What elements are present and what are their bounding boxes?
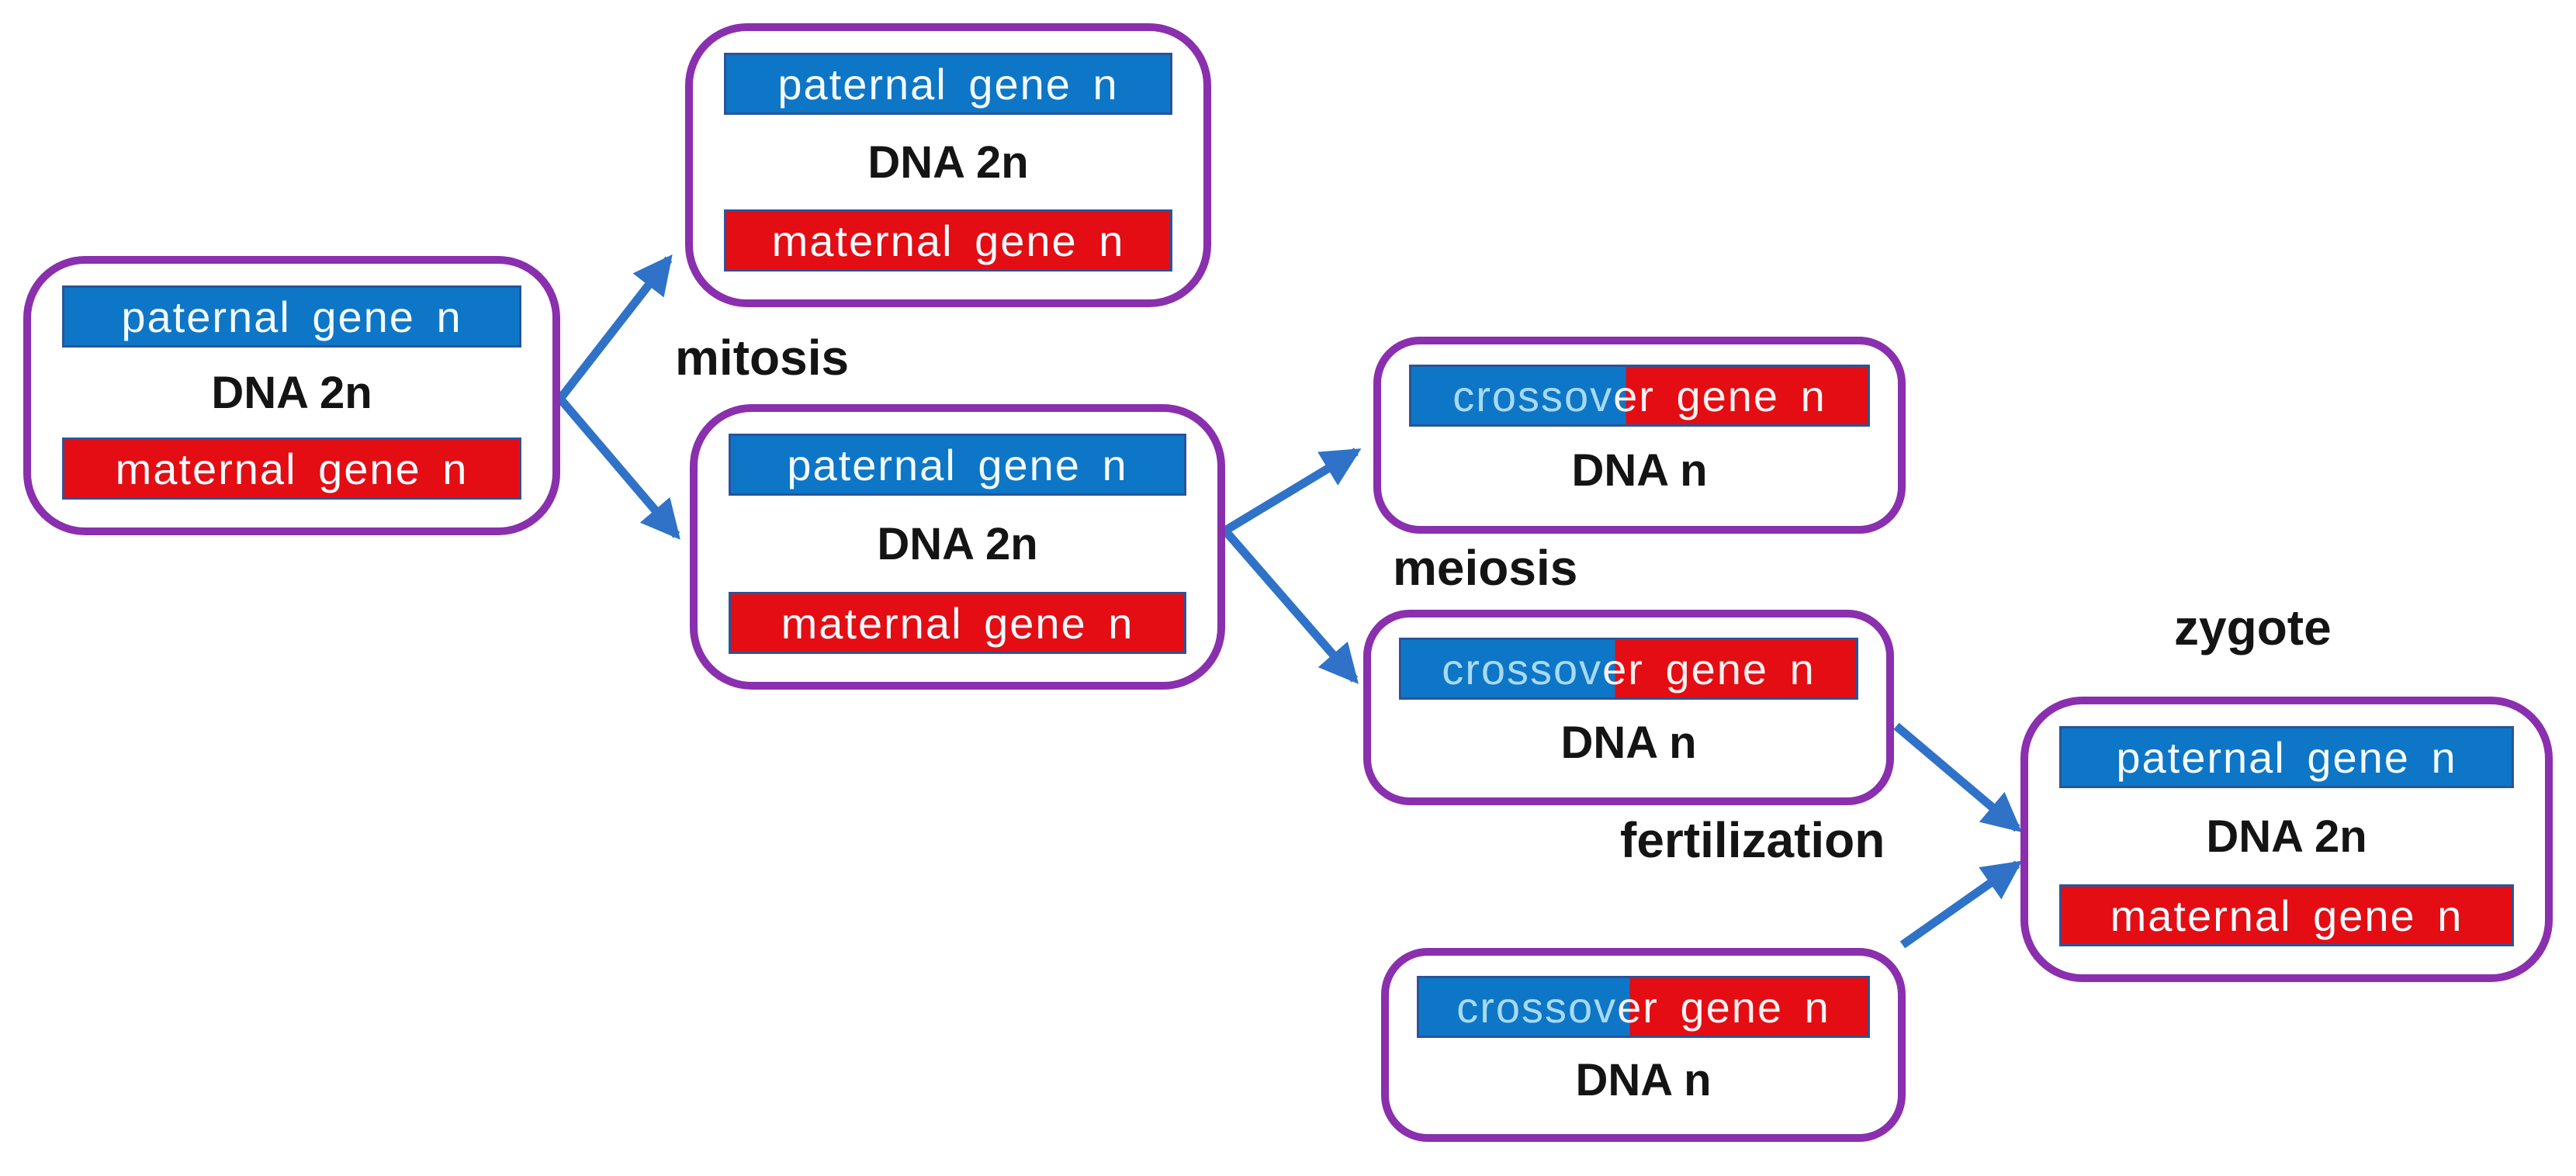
dna-zone: DNA 2n — [2059, 788, 2514, 884]
crossover-gene-label-blue: crossov — [1442, 644, 1603, 693]
zygote-cell-box: paternal gene n DNA 2n maternal gene n — [2020, 697, 2553, 982]
dna-label: DNA n — [1571, 444, 1708, 496]
dna-zone: DNA n — [1417, 1038, 1870, 1122]
zygote-label: zygote — [2174, 600, 2332, 655]
fertilization-label: fertilization — [1620, 812, 1885, 868]
paternal-gene-bar: paternal gene n — [729, 434, 1186, 496]
dna-zone: DNA n — [1399, 700, 1858, 785]
crossover-gene-label-blue: crossov — [1456, 982, 1618, 1032]
maternal-gene-bar: maternal gene n — [62, 438, 521, 500]
mitosis-arrow-down — [556, 396, 680, 540]
dna-zone: DNA 2n — [724, 115, 1172, 209]
mitosis-arrow-up — [556, 254, 673, 402]
dna-zone: DNA n — [1409, 427, 1870, 514]
mitosis-label: mitosis — [675, 330, 850, 386]
meiosis-parent-cell-box: paternal gene n DNA 2n maternal gene n — [690, 404, 1225, 690]
meiosis-arrow-up — [1223, 448, 1362, 534]
paternal-gene-bar: paternal gene n — [2059, 726, 2514, 788]
parent-cell-box: paternal gene n DNA 2n maternal gene n — [23, 256, 560, 535]
maternal-gene-bar: maternal gene n — [724, 209, 1172, 272]
crossover-gene-label-red: er gene n — [1602, 644, 1816, 693]
mitosis-daughter-cell-box: paternal gene n DNA 2n maternal gene n — [685, 23, 1211, 307]
paternal-gene-label: paternal gene n — [121, 292, 462, 341]
maternal-gene-bar: maternal gene n — [2059, 884, 2514, 946]
fertilization-arrow-bottom — [1899, 860, 2023, 949]
paternal-gene-bar: paternal gene n — [724, 53, 1172, 115]
maternal-gene-label: maternal gene n — [771, 216, 1125, 265]
meiosis-arrow-down — [1221, 527, 1359, 684]
crossover-gene-label-blue: crossov — [1452, 371, 1614, 420]
dna-label: DNA n — [1575, 1054, 1712, 1105]
fertilization-arrow-top — [1893, 722, 2022, 832]
dna-label: DNA 2n — [211, 367, 372, 418]
maternal-gene-label: maternal gene n — [115, 444, 469, 493]
paternal-gene-bar: paternal gene n — [62, 285, 521, 348]
dna-label: DNA 2n — [877, 518, 1038, 569]
dna-label: DNA 2n — [867, 137, 1029, 188]
maternal-gene-label: maternal gene n — [781, 598, 1134, 648]
paternal-gene-label: paternal gene n — [777, 59, 1119, 109]
maternal-gene-label: maternal gene n — [2110, 891, 2463, 940]
dna-label: DNA 2n — [2206, 811, 2367, 862]
dna-label: DNA n — [1560, 717, 1697, 768]
paternal-gene-label: paternal gene n — [2116, 732, 2457, 782]
maternal-gene-bar: maternal gene n — [729, 592, 1186, 654]
crossover-gene-label-red: er gene n — [1613, 371, 1826, 420]
meiosis-label: meiosis — [1393, 540, 1578, 596]
dna-zone: DNA 2n — [729, 496, 1186, 592]
dna-zone: DNA 2n — [62, 348, 521, 438]
paternal-gene-label: paternal gene n — [787, 440, 1128, 489]
crossover-gene-label-red: er gene n — [1617, 982, 1830, 1032]
